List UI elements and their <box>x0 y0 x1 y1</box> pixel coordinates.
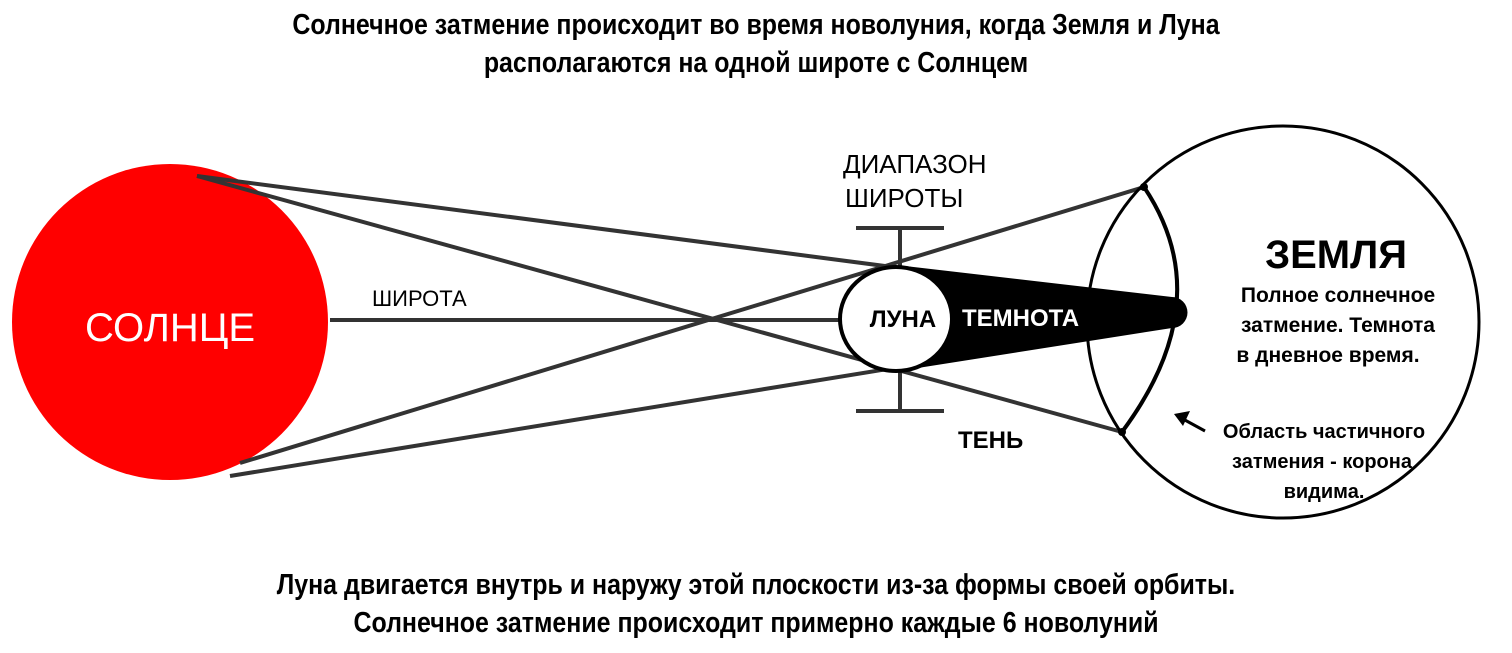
total-eclipse-line-3: в дневное время. <box>1236 344 1419 367</box>
latitude-range-label-2: ШИРОТЫ <box>845 183 963 213</box>
footer-line-2: Солнечное затмение происходит примерно к… <box>353 607 1159 639</box>
total-eclipse-line-2: затмение. Темнота <box>1241 314 1435 337</box>
earth-disc <box>1085 124 1481 520</box>
ray-cross-down <box>196 174 1123 434</box>
earth-contact-top <box>1140 183 1148 191</box>
total-eclipse-line-1: Полное солнечное <box>1241 284 1435 307</box>
sun-label: СОЛНЦЕ <box>85 306 255 350</box>
footer-line-1: Луна двигается внутрь и наружу этой плос… <box>276 569 1236 601</box>
sun-disc <box>12 164 328 480</box>
earth-label: ЗЕМЛЯ <box>1265 233 1407 277</box>
shadow-label: ТЕНЬ <box>958 427 1023 454</box>
partial-line-2: затмения - корона <box>1232 451 1413 473</box>
darkness-label: ТЕМНОТА <box>962 305 1079 332</box>
ray-cross-up <box>239 185 1145 465</box>
ray-upper-outer <box>196 174 901 270</box>
partial-arrow-head <box>1174 411 1190 426</box>
ray-lower-outer <box>229 365 901 478</box>
partial-line-3: видима. <box>1284 481 1365 503</box>
moon-disc <box>838 265 954 373</box>
header-caption: Солнечное затмение происходит во время н… <box>106 6 1406 82</box>
umbra-cone <box>905 266 1188 370</box>
moon-label: ЛУНА <box>870 306 936 333</box>
latitude-label: ШИРОТА <box>372 286 467 311</box>
header-line-1: Солнечное затмение происходит во время н… <box>292 9 1220 41</box>
earth-contact-bottom <box>1118 428 1126 436</box>
partial-line-1: Область частичного <box>1223 421 1425 443</box>
partial-arrow-shaft <box>1182 417 1206 433</box>
earth-night-arc <box>1120 185 1180 434</box>
latitude-range-label-1: ДИАПАЗОН <box>843 149 987 179</box>
footer-caption: Луна двигается внутрь и наружу этой плос… <box>106 566 1406 642</box>
header-line-2: располагаются на одной широте с Солнцем <box>483 47 1029 79</box>
